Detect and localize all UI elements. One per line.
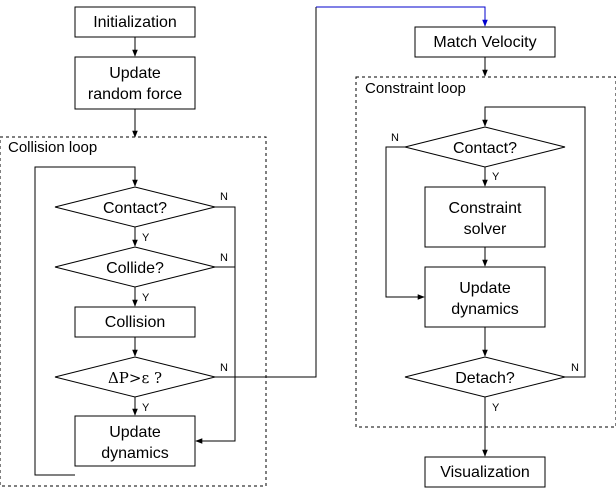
edge-momentum-no-blue	[316, 6, 488, 27]
initialization-label: Initialization	[93, 14, 177, 31]
constraint-solver-label-1: Constraint	[449, 200, 522, 217]
label-collide-no: N	[220, 252, 228, 264]
momentum-check-label: ΔP>ε ?	[108, 369, 162, 387]
update-dynamics-left-box	[74, 415, 196, 467]
edge-contact-right-no	[385, 146, 425, 300]
label-contact-left-no: N	[220, 191, 228, 203]
label-contact-right-yes: Y	[492, 171, 500, 183]
label-momentum-no: N	[220, 362, 228, 374]
update-dynamics-right-box	[424, 266, 546, 328]
collision-label: Collision	[105, 314, 165, 331]
visualization-label: Visualization	[440, 464, 530, 481]
constraint-loop-label: Constraint loop	[365, 80, 466, 97]
label-detach-yes: Y	[492, 402, 500, 414]
update-dynamics-left-label-2: dynamics	[101, 445, 169, 462]
update-random-force-label-1: Update	[109, 65, 161, 82]
edge-collision-loop-back	[34, 166, 138, 476]
collide-decision-label: Collide?	[106, 260, 164, 277]
label-contact-left-yes: Y	[142, 232, 150, 244]
visualization-box	[424, 456, 546, 488]
label-momentum-yes: Y	[142, 402, 150, 414]
contact-decision-left-label: Contact?	[103, 200, 167, 217]
edge-detach-no	[482, 106, 586, 378]
update-random-force-box	[74, 56, 196, 110]
constraint-loop-frame	[355, 76, 616, 428]
constraint-solver-label-2: solver	[464, 221, 507, 238]
constraint-solver-box	[424, 186, 546, 248]
label-collide-yes: Y	[142, 292, 150, 304]
contact-decision-right-label: Contact?	[453, 140, 517, 157]
detach-decision-label: Detach?	[455, 370, 515, 387]
match-velocity-box	[414, 26, 556, 58]
label-detach-no: N	[571, 362, 579, 374]
collision-loop-label: Collision loop	[8, 139, 97, 156]
update-random-force-label-2: random force	[88, 86, 182, 103]
update-dynamics-right-label-1: Update	[459, 280, 511, 297]
collision-box	[74, 306, 196, 338]
update-dynamics-right-label-2: dynamics	[451, 301, 519, 318]
label-contact-right-no: N	[391, 132, 399, 144]
edge-contact-no	[195, 206, 236, 444]
match-velocity-label: Match Velocity	[433, 34, 536, 51]
update-dynamics-left-label-1: Update	[109, 424, 161, 441]
contact-decision-right	[404, 126, 566, 168]
edge-momentum-no-black	[215, 7, 317, 378]
